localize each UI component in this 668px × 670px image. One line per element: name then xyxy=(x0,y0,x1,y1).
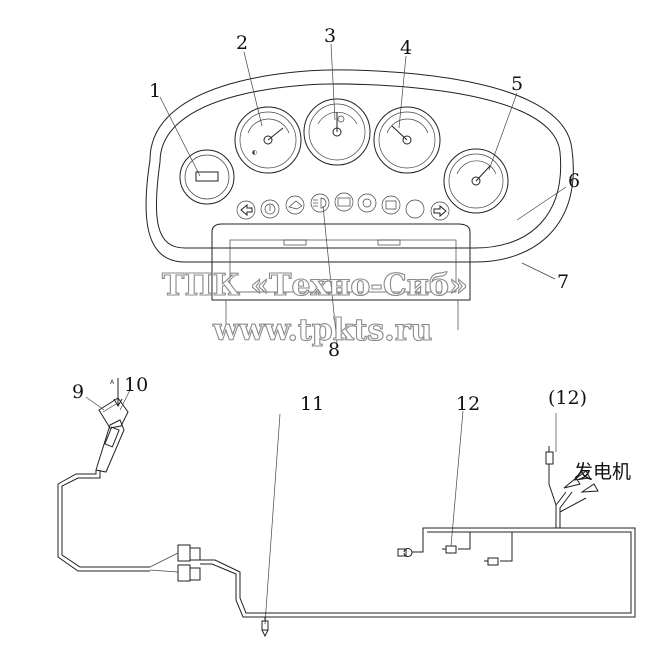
oil-pressure-icon xyxy=(285,195,305,215)
callout-11: 11 xyxy=(300,393,324,415)
preheat-icon xyxy=(381,195,401,215)
center-gauge xyxy=(303,98,371,166)
callout-1: 1 xyxy=(149,80,161,102)
fuel-gauge xyxy=(373,106,441,174)
lower-hood xyxy=(211,223,471,301)
hood-slot-right xyxy=(377,239,401,246)
brake-fault-icon xyxy=(357,193,377,213)
indicator-lamp-row xyxy=(236,192,450,221)
harness-main-trunk xyxy=(260,527,636,618)
instrument-panel: ◐ xyxy=(145,69,574,330)
callout-12-bracketed: (12) xyxy=(548,387,587,409)
panel-housing-inner xyxy=(155,83,562,249)
callout-10: 10 xyxy=(124,374,148,396)
harness-connector-block xyxy=(149,544,201,582)
sender-11 xyxy=(261,617,269,638)
callout-2: 2 xyxy=(236,32,248,54)
temperature-gauge: ◐ xyxy=(234,106,302,174)
generator-branch xyxy=(545,446,599,528)
harness-left-run xyxy=(200,559,260,614)
oil-pressure-gauge xyxy=(443,148,509,214)
callout-6: 6 xyxy=(568,170,580,192)
hood-slot-left xyxy=(283,239,307,246)
view-marker-a: A xyxy=(110,379,115,386)
callout-12: 12 xyxy=(456,393,480,415)
callout-5: 5 xyxy=(511,73,523,95)
callout-labels: 1 2 3 4 5 6 7 8 9 10 11 12 (12) A 发电机 xyxy=(72,25,631,483)
sensor-group-12 xyxy=(397,532,513,566)
svg-text:◐: ◐ xyxy=(252,149,257,156)
watermark-line-1: ТПК «Техно-Сиб» xyxy=(162,268,468,303)
callout-9: 9 xyxy=(72,381,84,403)
watermark-line-2: www.tpkts.ru xyxy=(212,313,432,348)
callout-4: 4 xyxy=(400,37,412,59)
wiring-harness xyxy=(57,378,636,638)
watermark: ТПК «Техно-Сиб» www.tpkts.ru xyxy=(161,267,468,348)
parking-brake-icon xyxy=(260,199,280,219)
callout-8: 8 xyxy=(328,339,340,361)
hood-window xyxy=(229,239,457,293)
callout-3: 3 xyxy=(324,25,336,47)
panel-housing-outer xyxy=(145,69,574,263)
high-beam-icon xyxy=(310,193,330,213)
key-switch-assembly xyxy=(95,378,129,473)
leader-lines xyxy=(159,43,567,625)
ignition-knob xyxy=(405,199,425,219)
battery-charge-icon xyxy=(334,192,354,212)
generator-label: 发电机 xyxy=(574,461,631,483)
right-turn-icon xyxy=(430,201,450,221)
left-turn-icon xyxy=(236,200,256,220)
hour-meter-gauge xyxy=(179,149,235,205)
callout-7: 7 xyxy=(557,271,569,293)
